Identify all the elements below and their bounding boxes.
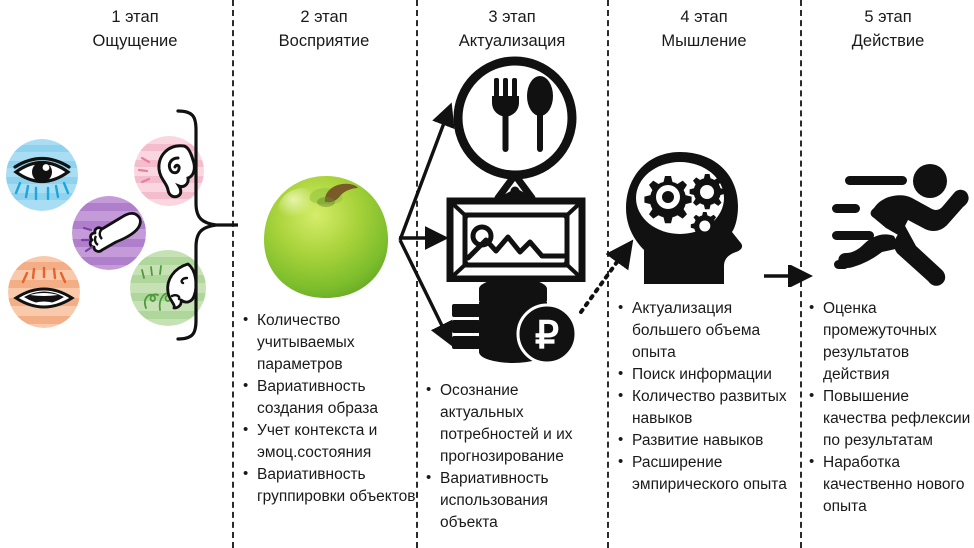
green-apple-image	[252, 158, 400, 311]
list-item: Развитие навыков	[617, 429, 802, 452]
list-item: Актуализация большего объема опыта	[617, 297, 802, 364]
divider-1	[232, 0, 234, 548]
svg-text:₽: ₽	[535, 315, 559, 357]
bullets-column-3: Осознание актуальных потребностей и их п…	[425, 379, 605, 534]
list-item: Повышение качества рефлексии по результа…	[808, 385, 974, 452]
stage-name-2: Восприятие	[278, 31, 370, 50]
list-item: Вариативность создания образа	[242, 375, 417, 420]
head-gears-icon	[618, 150, 788, 293]
list-item: Количество учитываемых параметров	[242, 309, 417, 376]
stage-number-4: 4 этап	[680, 8, 728, 26]
bullets-column-5: Оценка промежуточных результатов действи…	[808, 297, 974, 518]
column-header-2: 2 этап Восприятие	[234, 6, 414, 54]
arrow-apple-to-frame	[396, 225, 456, 256]
stage-number-5: 5 этап	[864, 8, 912, 26]
list-item: Учет контекста и эмоц.состояния	[242, 419, 417, 464]
list-item: Количество развитых навыков	[617, 385, 802, 430]
column-header-5: 5 этап Действие	[802, 6, 974, 54]
stage-name-1: Ощущение	[92, 31, 178, 50]
bullets-column-2: Количество учитываемых параметров Вариат…	[242, 309, 417, 508]
list-item: Поиск информации	[617, 363, 802, 386]
arrow-apple-to-coins	[396, 236, 462, 361]
stage-name-4: Мышление	[661, 31, 747, 50]
mouth-icon	[8, 256, 80, 328]
column-header-1: 1 этап Ощущение	[40, 6, 230, 54]
list-item: Осознание актуальных потребностей и их п…	[425, 379, 605, 468]
list-item: Наработка качественно нового опыта	[808, 451, 974, 518]
stage-number-3: 3 этап	[488, 8, 536, 26]
stage-name-3: Актуализация	[458, 31, 566, 50]
ear-icon	[134, 136, 204, 206]
arrow-apple-to-plate	[396, 95, 462, 250]
bullets-column-4: Актуализация большего объема опыта Поиск…	[617, 297, 802, 496]
running-person-icon	[812, 152, 972, 293]
list-item: Вариативность использования объекта	[425, 467, 605, 534]
eye-icon	[6, 139, 78, 211]
stage-number-1: 1 этап	[111, 8, 159, 26]
list-item: Расширение эмпирического опыта	[617, 451, 802, 496]
coins-ruble-icon: ₽	[450, 272, 580, 371]
brace-senses-to-apple	[172, 108, 242, 348]
column-header-3: 3 этап Актуализация	[418, 6, 606, 54]
stage-number-2: 2 этап	[300, 8, 348, 26]
hand-icon	[72, 196, 146, 270]
arrow-head-to-runner	[762, 263, 820, 292]
list-item: Вариативность группировки объектов	[242, 463, 417, 508]
list-item: Оценка промежуточных результатов действи…	[808, 297, 974, 386]
stage-name-5: Действие	[851, 31, 925, 50]
arrow-coins-to-head	[578, 236, 648, 321]
nose-icon	[130, 250, 206, 326]
column-header-4: 4 этап Мышление	[609, 6, 799, 54]
plate-fork-spoon-icon	[440, 52, 590, 207]
